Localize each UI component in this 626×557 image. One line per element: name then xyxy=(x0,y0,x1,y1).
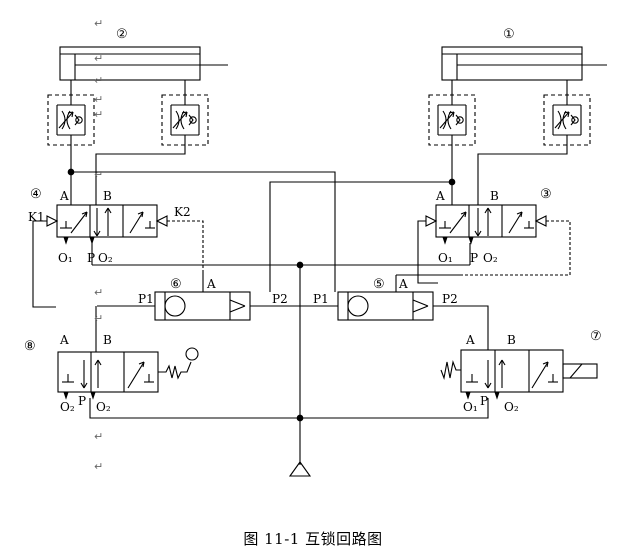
port-p: P xyxy=(87,251,95,265)
port-o1: O₁ xyxy=(58,251,73,265)
port-p: P xyxy=(470,251,478,265)
port-o1: O₁ xyxy=(438,251,453,265)
port-o2: O₂ xyxy=(60,400,75,414)
port-k2: K2 xyxy=(174,205,191,219)
flow-control-valve-left-a xyxy=(47,92,95,148)
shuttle-valve-5 xyxy=(337,291,434,321)
junction-dot xyxy=(67,168,75,176)
port-a: A xyxy=(206,277,216,291)
figure-caption: 图 11-1 互锁回路图 xyxy=(243,530,383,548)
label-valve-3: ③ xyxy=(540,187,552,202)
cylinder-2 xyxy=(59,46,228,81)
label-valve-4: ④ xyxy=(30,187,42,202)
port-a: A xyxy=(398,277,408,291)
port-o2: O₂ xyxy=(96,400,111,414)
port-o2: O₂ xyxy=(98,251,113,265)
port-a: A xyxy=(435,189,445,203)
paragraph-mark: ↵ xyxy=(94,430,103,443)
junction-dot xyxy=(448,178,456,186)
flow-control-valve-right-b xyxy=(543,92,591,148)
port-k1: K1 xyxy=(28,210,45,224)
paragraph-mark: ↵ xyxy=(94,312,103,325)
port-b: B xyxy=(103,333,112,347)
port-a: A xyxy=(59,189,69,203)
label-valve-8: ⑧ xyxy=(24,339,36,354)
port-p: P xyxy=(480,394,488,408)
port-o2: O₂ xyxy=(504,400,519,414)
port-p2: P2 xyxy=(272,292,288,306)
paragraph-mark: ↵ xyxy=(94,74,103,87)
cylinder-1 xyxy=(441,46,607,81)
port-p1: P1 xyxy=(313,292,329,306)
flow-control-valve-right-a xyxy=(428,92,476,148)
port-o1: O₁ xyxy=(463,400,478,414)
paragraph-mark: ↵ xyxy=(94,17,103,30)
paragraph-mark: ↵ xyxy=(94,52,103,65)
paragraph-mark: ↵ xyxy=(94,108,103,121)
paragraph-mark: ↵ xyxy=(94,168,103,181)
label-cylinder-2: ② xyxy=(116,27,128,42)
port-a: A xyxy=(59,333,69,347)
paragraph-mark: ↵ xyxy=(94,286,103,299)
port-b: B xyxy=(103,189,112,203)
junction-dot xyxy=(296,261,304,269)
port-b: B xyxy=(507,333,516,347)
port-b: B xyxy=(490,189,499,203)
port-p: P xyxy=(78,394,86,408)
flow-control-valve-left-b xyxy=(161,92,209,148)
paragraph-mark: ↵ xyxy=(94,93,103,106)
label-shuttle-5: ⑤ xyxy=(373,277,385,292)
air-source-symbol xyxy=(288,461,312,477)
valve-8 xyxy=(57,347,199,400)
valve-7 xyxy=(440,349,598,400)
label-shuttle-6: ⑥ xyxy=(170,277,182,292)
port-p2: P2 xyxy=(442,292,458,306)
port-p1: P1 xyxy=(138,292,154,306)
interlock-circuit-diagram: ② ① ④ ③ ⑥ ⑤ ⑧ ⑦ A B K1 K2 O₁ P O₂ A B O₁… xyxy=(24,17,607,477)
valve-3 xyxy=(425,204,547,245)
paragraph-mark: ↵ xyxy=(94,460,103,473)
label-cylinder-1: ① xyxy=(503,27,515,42)
valve-4 xyxy=(46,204,168,245)
port-a: A xyxy=(465,333,475,347)
label-valve-7: ⑦ xyxy=(590,329,602,344)
port-o2: O₂ xyxy=(483,251,498,265)
